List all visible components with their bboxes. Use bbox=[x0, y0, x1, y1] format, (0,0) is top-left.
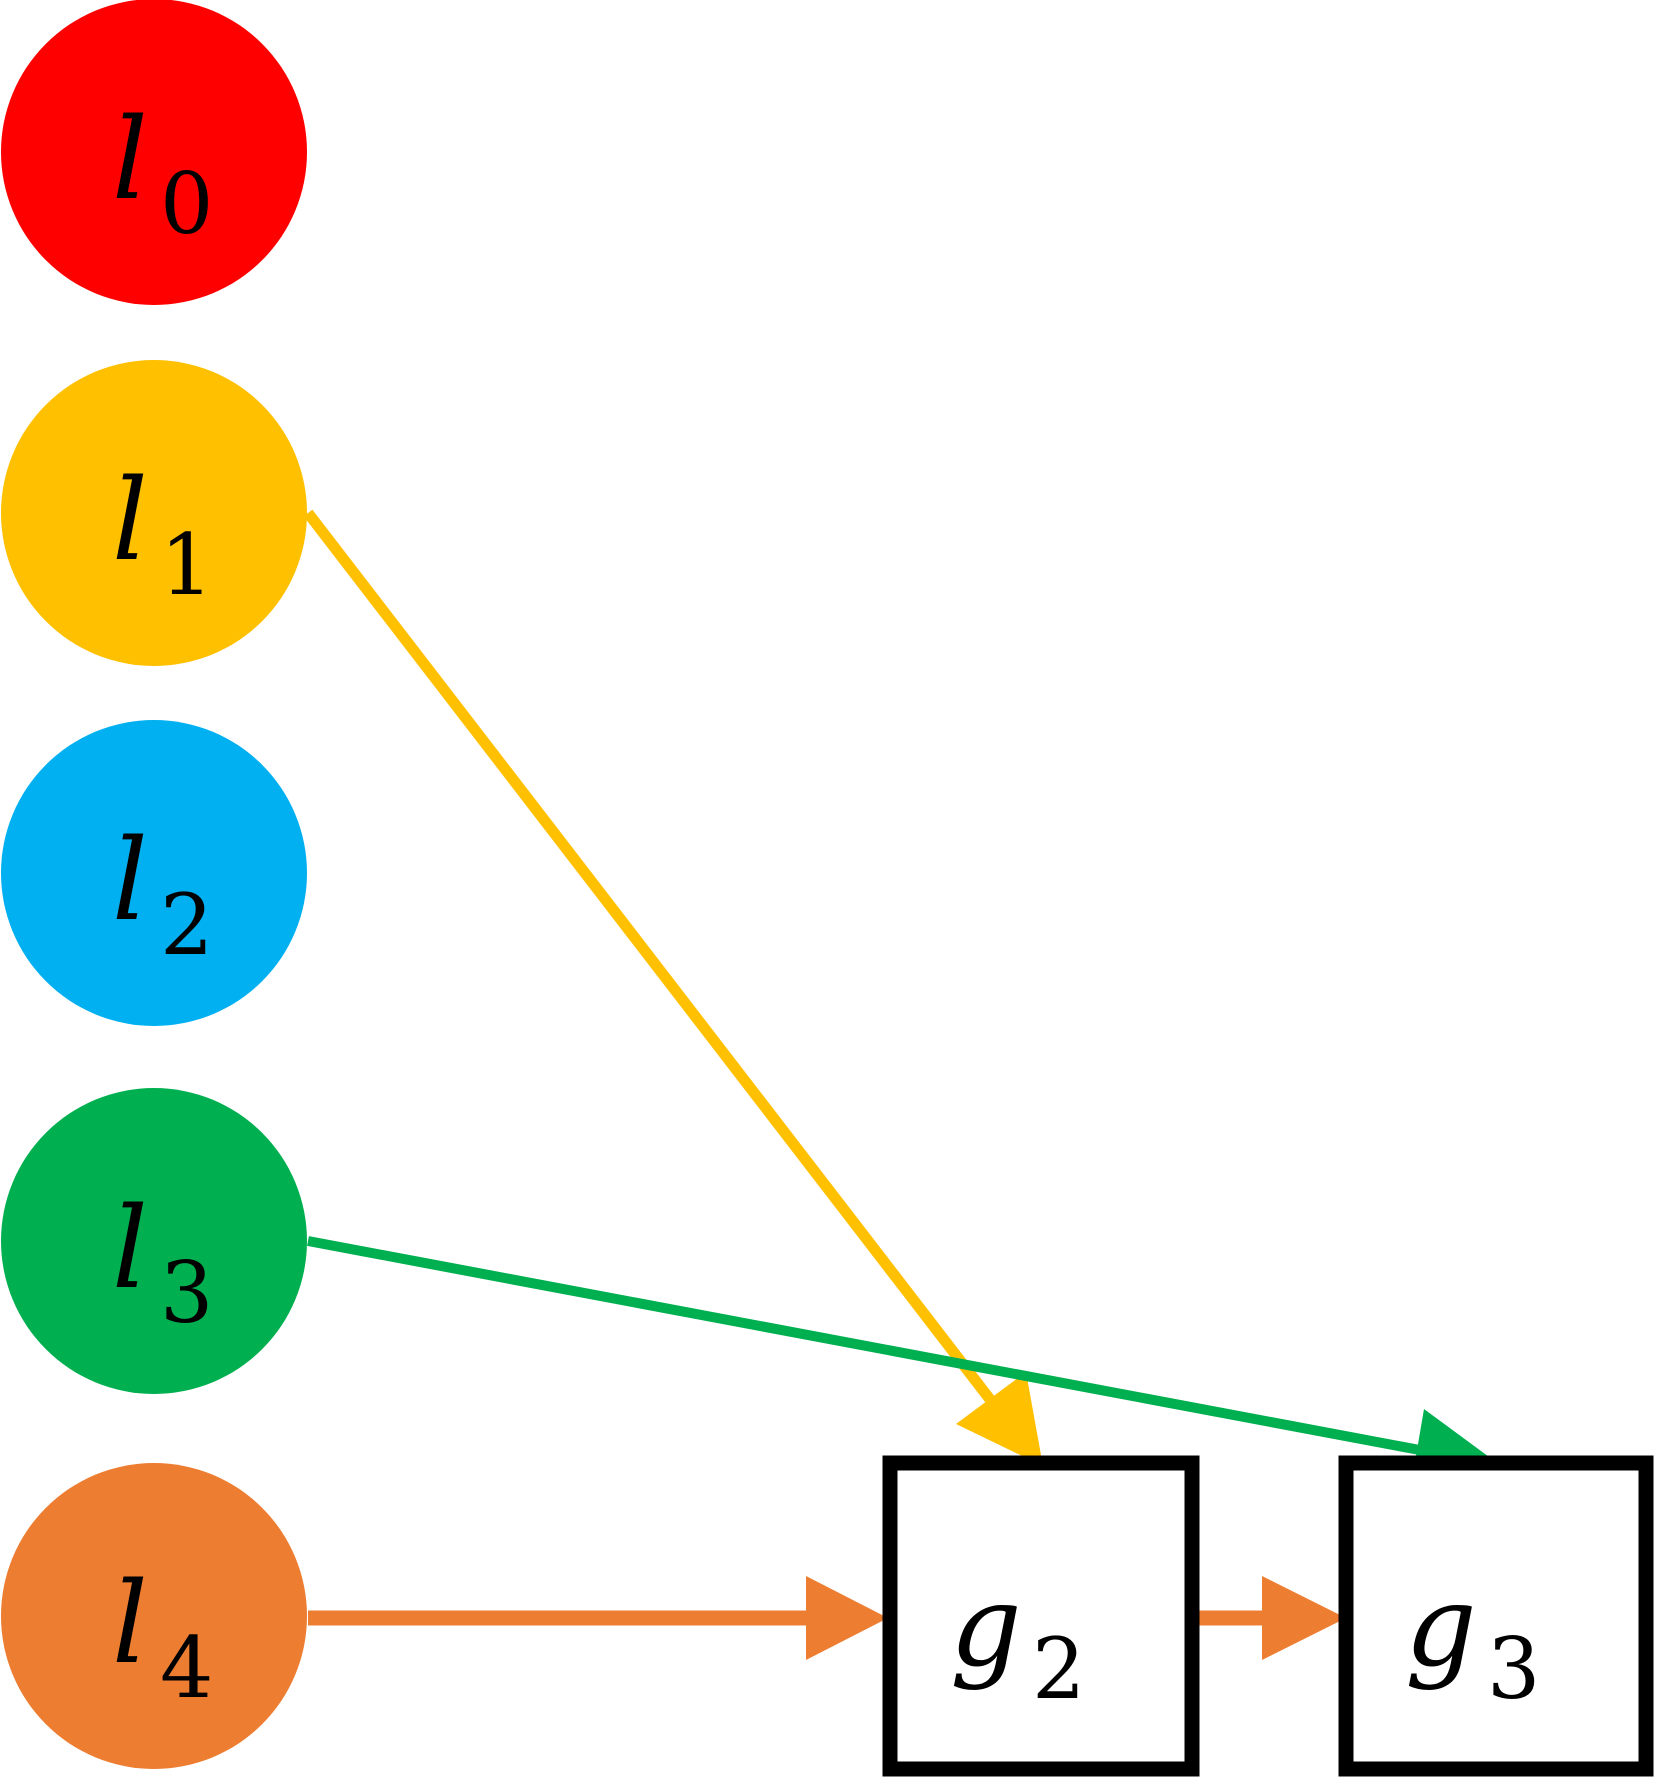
node-l1: l 1 bbox=[1, 360, 307, 666]
node-g3-subscript: 3 bbox=[1487, 1620, 1540, 1718]
node-l3: l 3 bbox=[1, 1088, 307, 1394]
edge-l1-g2-line bbox=[303, 509, 997, 1406]
edge-l1-g2-arrowhead bbox=[956, 1372, 1043, 1466]
node-l0-letter: l bbox=[112, 95, 148, 225]
edge-l1-g2 bbox=[303, 509, 1043, 1466]
node-l2-subscript: 2 bbox=[160, 876, 213, 974]
node-l3-letter: l bbox=[112, 1184, 148, 1314]
node-l0-circle bbox=[1, 0, 307, 305]
node-g3: g 3 bbox=[1338, 1455, 1654, 1777]
node-g2-letter: g bbox=[950, 1562, 1022, 1692]
node-l1-circle bbox=[1, 360, 307, 666]
node-g3-box bbox=[1338, 1455, 1654, 1777]
node-l1-letter: l bbox=[112, 456, 148, 586]
edge-l3-g3 bbox=[307, 1236, 1500, 1491]
node-l0: l 0 bbox=[1, 0, 307, 305]
node-l4-subscript: 4 bbox=[160, 1619, 213, 1717]
node-l2: l 2 bbox=[1, 720, 307, 1026]
node-g2-box bbox=[882, 1455, 1200, 1777]
node-l4-circle bbox=[1, 1463, 307, 1769]
node-l3-circle bbox=[1, 1088, 307, 1394]
node-g2: g 2 bbox=[882, 1455, 1200, 1777]
node-g2-subscript: 2 bbox=[1032, 1620, 1085, 1718]
edge-g2-g3-arrowhead bbox=[1262, 1576, 1346, 1660]
edge-l4-g2 bbox=[308, 1576, 888, 1660]
node-l3-subscript: 3 bbox=[160, 1244, 213, 1342]
edge-l4-g2-arrowhead bbox=[806, 1576, 888, 1660]
node-l4: l 4 bbox=[1, 1463, 307, 1769]
node-g3-letter: g bbox=[1405, 1562, 1477, 1692]
node-l2-circle bbox=[1, 720, 307, 1026]
node-l4-letter: l bbox=[112, 1559, 148, 1689]
node-l0-subscript: 0 bbox=[160, 155, 213, 253]
node-l2-letter: l bbox=[112, 816, 148, 946]
edge-l3-g3-line bbox=[307, 1236, 1426, 1456]
node-l1-subscript: 1 bbox=[160, 516, 213, 614]
edge-g2-g3 bbox=[1195, 1576, 1346, 1660]
